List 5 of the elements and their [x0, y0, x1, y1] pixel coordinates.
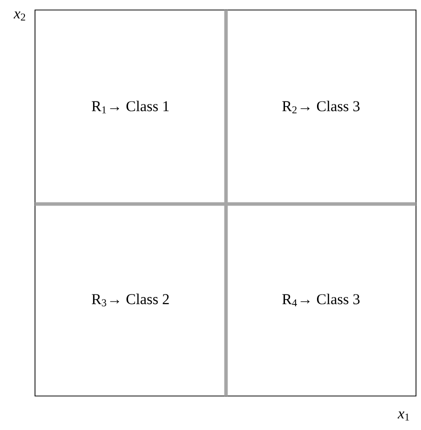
- region-box: R$_{3}$→ Class 2: [34, 204, 226, 396]
- region-box: R$_{4}$→ Class 3: [226, 204, 416, 396]
- axis-label: x$_{1}$: [398, 411, 410, 421]
- region-box: R$_{1}$→ Class 1: [34, 10, 226, 204]
- region-box: R$_{2}$→ Class 3: [226, 10, 416, 204]
